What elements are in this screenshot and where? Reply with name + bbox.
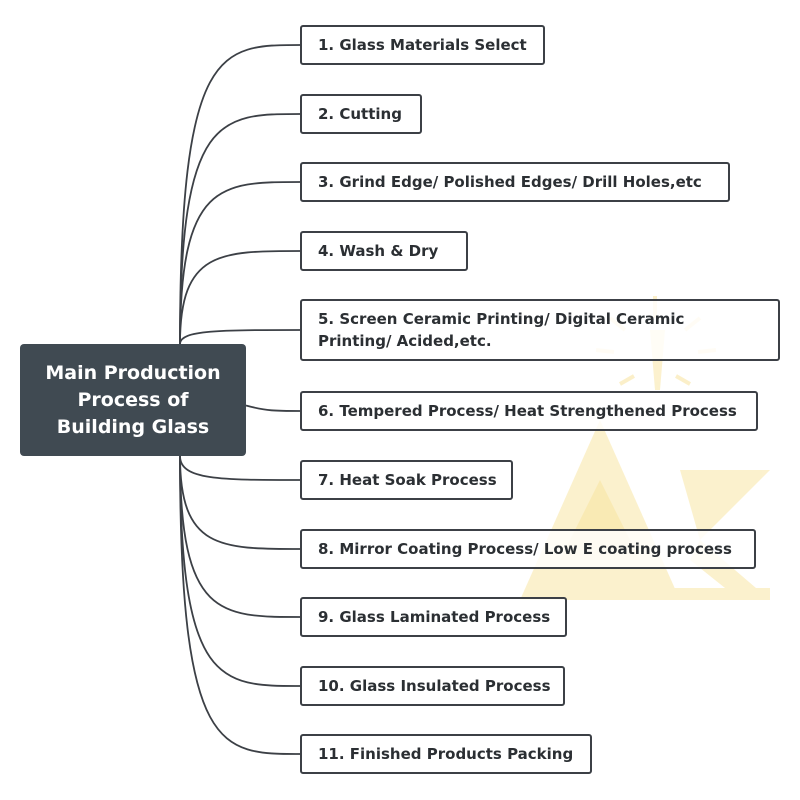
- process-step-label: 3. Grind Edge/ Polished Edges/ Drill Hol…: [318, 173, 702, 191]
- process-step-label: 9. Glass Laminated Process: [318, 608, 551, 626]
- root-node: Main Production Process of Building Glas…: [20, 344, 246, 456]
- connector-7: [179, 455, 301, 481]
- process-step-10: 10. Glass Insulated Process: [300, 666, 565, 706]
- process-step-label: 7. Heat Soak Process: [318, 471, 497, 489]
- connector-5: [179, 329, 301, 345]
- connector-9: [179, 455, 301, 618]
- connector-3: [179, 181, 301, 345]
- connector-2: [179, 113, 301, 345]
- connector-10: [179, 455, 301, 687]
- process-step-8: 8. Mirror Coating Process/ Low E coating…: [300, 529, 756, 569]
- connector-6: [245, 404, 301, 412]
- process-step-3: 3. Grind Edge/ Polished Edges/ Drill Hol…: [300, 162, 730, 202]
- process-step-1: 1. Glass Materials Select: [300, 25, 545, 65]
- process-step-label: 1. Glass Materials Select: [318, 36, 527, 54]
- connector-8: [179, 455, 301, 550]
- process-step-label: 4. Wash & Dry: [318, 242, 439, 260]
- connector-11: [179, 455, 301, 755]
- process-step-11: 11. Finished Products Packing: [300, 734, 592, 774]
- process-step-4: 4. Wash & Dry: [300, 231, 468, 271]
- process-step-6: 6. Tempered Process/ Heat Strengthened P…: [300, 391, 758, 431]
- process-step-5: 5. Screen Ceramic Printing/ Digital Cera…: [300, 299, 780, 361]
- process-step-2: 2. Cutting: [300, 94, 422, 134]
- process-step-label: 10. Glass Insulated Process: [318, 677, 551, 695]
- process-step-label: 8. Mirror Coating Process/ Low E coating…: [318, 540, 732, 558]
- process-step-label: 6. Tempered Process/ Heat Strengthened P…: [318, 402, 737, 420]
- root-title: Main Production Process of Building Glas…: [45, 361, 221, 438]
- process-step-label: 11. Finished Products Packing: [318, 745, 574, 763]
- connector-4: [179, 250, 301, 345]
- process-step-9: 9. Glass Laminated Process: [300, 597, 567, 637]
- connector-1: [179, 44, 301, 345]
- process-step-7: 7. Heat Soak Process: [300, 460, 513, 500]
- process-step-label: 5. Screen Ceramic Printing/ Digital Cera…: [318, 310, 685, 350]
- process-step-label: 2. Cutting: [318, 105, 402, 123]
